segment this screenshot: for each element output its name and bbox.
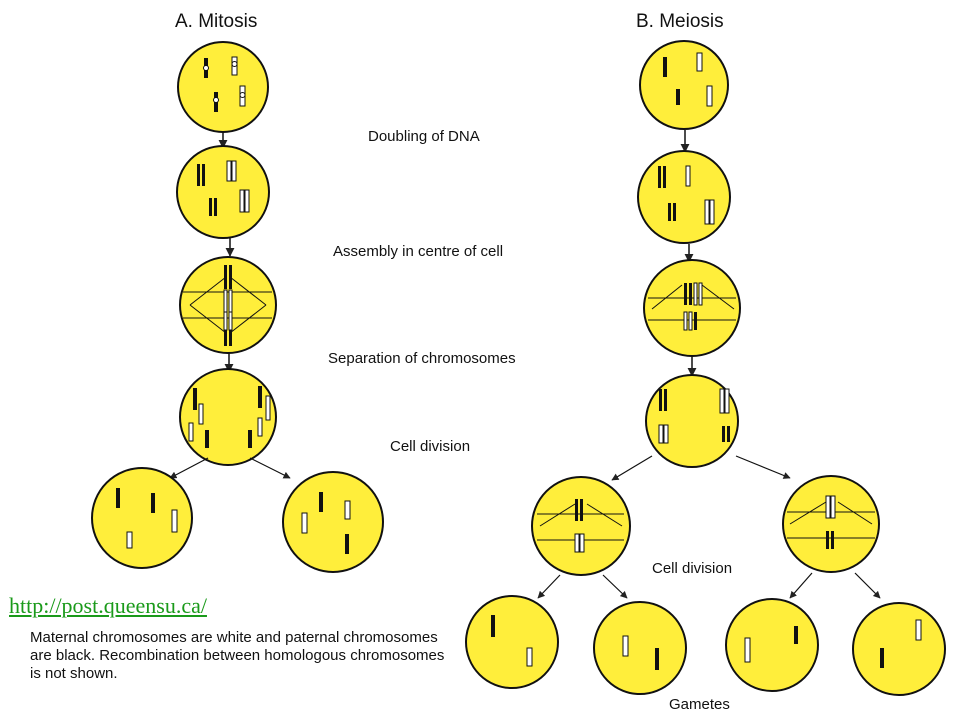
gamete-cell-four bbox=[852, 602, 946, 696]
meiosis-cell-anaphase-one bbox=[645, 374, 739, 468]
mitosis-cell-doubled bbox=[176, 145, 270, 239]
mitosis-column bbox=[91, 41, 384, 573]
legend-note: Maternal chromosomes are white and pater… bbox=[30, 629, 445, 682]
stage-label-cell-division-meiosis: Cell division bbox=[652, 560, 732, 577]
mitosis-daughter-cell-left bbox=[91, 467, 193, 569]
meiosis-cell-interphase bbox=[639, 40, 729, 130]
stage-label-gametes: Gametes bbox=[669, 696, 730, 713]
stage-label-cell-division: Cell division bbox=[390, 438, 470, 455]
mitosis-cell-metaphase bbox=[179, 256, 277, 354]
meiosis-cell-metaphase-two-left bbox=[531, 476, 631, 576]
source-link[interactable]: http://post.queensu.ca/ bbox=[9, 593, 207, 618]
meiosis-cell-metaphase-one bbox=[643, 259, 741, 357]
meiosis-column bbox=[465, 40, 946, 696]
mitosis-daughter-cell-right bbox=[282, 471, 384, 573]
stage-label-assembly: Assembly in centre of cell bbox=[333, 243, 503, 260]
stage-label-separation: Separation of chromosomes bbox=[328, 350, 516, 367]
mitosis-title: A. Mitosis bbox=[175, 11, 257, 32]
gamete-cell-two bbox=[593, 601, 687, 695]
meiosis-cell-doubled bbox=[637, 150, 731, 244]
mitosis-cell-interphase bbox=[177, 41, 269, 133]
meiosis-cell-metaphase-two-right bbox=[782, 475, 880, 573]
stage-label-doubling: Doubling of DNA bbox=[368, 128, 480, 145]
gamete-cell-three bbox=[725, 598, 819, 692]
meiosis-title: B. Meiosis bbox=[636, 11, 724, 32]
mitosis-cell-anaphase bbox=[179, 368, 277, 466]
gamete-cell-one bbox=[465, 595, 559, 689]
